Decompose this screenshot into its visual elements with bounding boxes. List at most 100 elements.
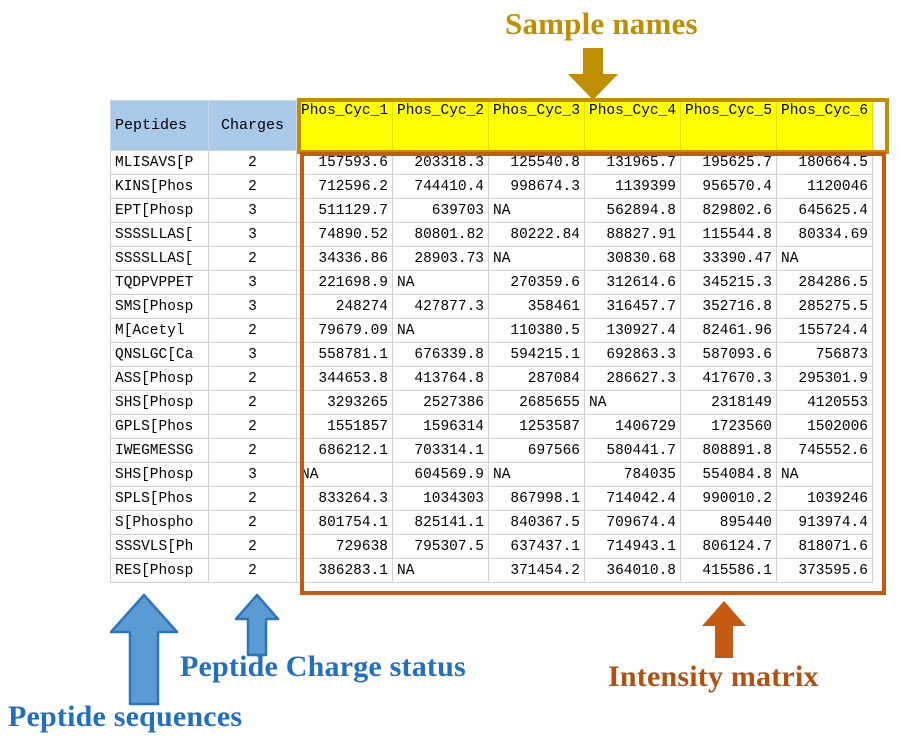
cell-intensity[interactable]: NA bbox=[392, 558, 489, 583]
cell-intensity[interactable]: 833264.3 bbox=[296, 486, 393, 511]
cell-intensity[interactable]: 34336.86 bbox=[296, 246, 393, 271]
column-header-sample-2[interactable]: Phos_Cyc_2 bbox=[392, 100, 489, 151]
cell-intensity[interactable]: 28903.73 bbox=[392, 246, 489, 271]
cell-charge[interactable]: 2 bbox=[208, 174, 297, 199]
cell-intensity[interactable]: 709674.4 bbox=[584, 510, 681, 535]
cell-peptide[interactable]: QNSLGC[Ca bbox=[110, 342, 209, 367]
cell-intensity[interactable]: 284286.5 bbox=[776, 270, 873, 295]
cell-intensity[interactable]: 80801.82 bbox=[392, 222, 489, 247]
cell-intensity[interactable]: 558781.1 bbox=[296, 342, 393, 367]
column-header-sample-3[interactable]: Phos_Cyc_3 bbox=[488, 100, 585, 151]
cell-charge[interactable]: 2 bbox=[208, 150, 297, 175]
cell-intensity[interactable]: 344653.8 bbox=[296, 366, 393, 391]
cell-intensity[interactable]: 1551857 bbox=[296, 414, 393, 439]
cell-peptide[interactable]: SMS[Phosp bbox=[110, 294, 209, 319]
cell-intensity[interactable]: 806124.7 bbox=[680, 534, 777, 559]
column-header-sample-4[interactable]: Phos_Cyc_4 bbox=[584, 100, 681, 151]
cell-intensity[interactable]: 697566 bbox=[488, 438, 585, 463]
cell-charge[interactable]: 3 bbox=[208, 198, 297, 223]
cell-peptide[interactable]: GPLS[Phos bbox=[110, 414, 209, 439]
cell-charge[interactable]: 2 bbox=[208, 390, 297, 415]
cell-intensity[interactable]: 580441.7 bbox=[584, 438, 681, 463]
cell-intensity[interactable]: 316457.7 bbox=[584, 294, 681, 319]
cell-intensity[interactable]: 895440 bbox=[680, 510, 777, 535]
cell-intensity[interactable]: 286627.3 bbox=[584, 366, 681, 391]
cell-intensity[interactable]: 703314.1 bbox=[392, 438, 489, 463]
cell-intensity[interactable]: NA bbox=[488, 198, 585, 223]
cell-intensity[interactable]: 639703 bbox=[392, 198, 489, 223]
cell-intensity[interactable]: 712596.2 bbox=[296, 174, 393, 199]
cell-intensity[interactable]: 417670.3 bbox=[680, 366, 777, 391]
intensity-matrix-table[interactable]: Peptides Charges Phos_Cyc_1 Phos_Cyc_2 P… bbox=[110, 100, 873, 583]
cell-intensity[interactable]: 358461 bbox=[488, 294, 585, 319]
cell-intensity[interactable]: 221698.9 bbox=[296, 270, 393, 295]
cell-peptide[interactable]: TQDPVPPET bbox=[110, 270, 209, 295]
cell-intensity[interactable]: 157593.6 bbox=[296, 150, 393, 175]
cell-intensity[interactable]: 248274 bbox=[296, 294, 393, 319]
cell-intensity[interactable]: 676339.8 bbox=[392, 342, 489, 367]
cell-intensity[interactable]: 729638 bbox=[296, 534, 393, 559]
cell-charge[interactable]: 2 bbox=[208, 318, 297, 343]
cell-intensity[interactable]: 840367.5 bbox=[488, 510, 585, 535]
cell-intensity[interactable]: 956570.4 bbox=[680, 174, 777, 199]
cell-intensity[interactable]: 714943.1 bbox=[584, 534, 681, 559]
cell-peptide[interactable]: SSSVLS[Ph bbox=[110, 534, 209, 559]
cell-peptide[interactable]: SSSSLLAS[ bbox=[110, 222, 209, 247]
cell-intensity[interactable]: 295301.9 bbox=[776, 366, 873, 391]
cell-intensity[interactable]: 285275.5 bbox=[776, 294, 873, 319]
column-header-charges[interactable]: Charges bbox=[208, 100, 297, 151]
cell-intensity[interactable]: 562894.8 bbox=[584, 198, 681, 223]
cell-peptide[interactable]: IWEGMESSG bbox=[110, 438, 209, 463]
cell-intensity[interactable]: 1034303 bbox=[392, 486, 489, 511]
cell-peptide[interactable]: ASS[Phosp bbox=[110, 366, 209, 391]
column-header-sample-6[interactable]: Phos_Cyc_6 bbox=[776, 100, 873, 151]
cell-intensity[interactable]: NA bbox=[488, 246, 585, 271]
cell-intensity[interactable]: NA bbox=[488, 462, 585, 487]
cell-intensity[interactable]: 270359.6 bbox=[488, 270, 585, 295]
cell-intensity[interactable]: 180664.5 bbox=[776, 150, 873, 175]
cell-intensity[interactable]: NA bbox=[296, 462, 393, 487]
cell-peptide[interactable]: SHS[Phosp bbox=[110, 390, 209, 415]
cell-intensity[interactable]: 364010.8 bbox=[584, 558, 681, 583]
cell-intensity[interactable]: 1406729 bbox=[584, 414, 681, 439]
cell-intensity[interactable]: 1120046 bbox=[776, 174, 873, 199]
cell-intensity[interactable]: 130927.4 bbox=[584, 318, 681, 343]
cell-intensity[interactable]: 373595.6 bbox=[776, 558, 873, 583]
cell-intensity[interactable]: 867998.1 bbox=[488, 486, 585, 511]
cell-intensity[interactable]: 637437.1 bbox=[488, 534, 585, 559]
cell-intensity[interactable]: 604569.9 bbox=[392, 462, 489, 487]
cell-intensity[interactable]: 594215.1 bbox=[488, 342, 585, 367]
cell-peptide[interactable]: KINS[Phos bbox=[110, 174, 209, 199]
cell-intensity[interactable]: 1039246 bbox=[776, 486, 873, 511]
cell-intensity[interactable]: 829802.6 bbox=[680, 198, 777, 223]
cell-charge[interactable]: 2 bbox=[208, 246, 297, 271]
cell-charge[interactable]: 3 bbox=[208, 270, 297, 295]
column-header-sample-5[interactable]: Phos_Cyc_5 bbox=[680, 100, 777, 151]
cell-intensity[interactable]: NA bbox=[776, 462, 873, 487]
cell-intensity[interactable]: 371454.2 bbox=[488, 558, 585, 583]
cell-intensity[interactable]: 80222.84 bbox=[488, 222, 585, 247]
cell-intensity[interactable]: 2527386 bbox=[392, 390, 489, 415]
cell-charge[interactable]: 3 bbox=[208, 222, 297, 247]
cell-intensity[interactable]: 998674.3 bbox=[488, 174, 585, 199]
cell-intensity[interactable]: 744410.4 bbox=[392, 174, 489, 199]
cell-intensity[interactable]: 808891.8 bbox=[680, 438, 777, 463]
cell-intensity[interactable]: 80334.69 bbox=[776, 222, 873, 247]
cell-peptide[interactable]: RES[Phosp bbox=[110, 558, 209, 583]
cell-peptide[interactable]: M[Acetyl bbox=[110, 318, 209, 343]
cell-charge[interactable]: 3 bbox=[208, 462, 297, 487]
cell-intensity[interactable]: 692863.3 bbox=[584, 342, 681, 367]
cell-charge[interactable]: 2 bbox=[208, 534, 297, 559]
cell-intensity[interactable]: 1139399 bbox=[584, 174, 681, 199]
